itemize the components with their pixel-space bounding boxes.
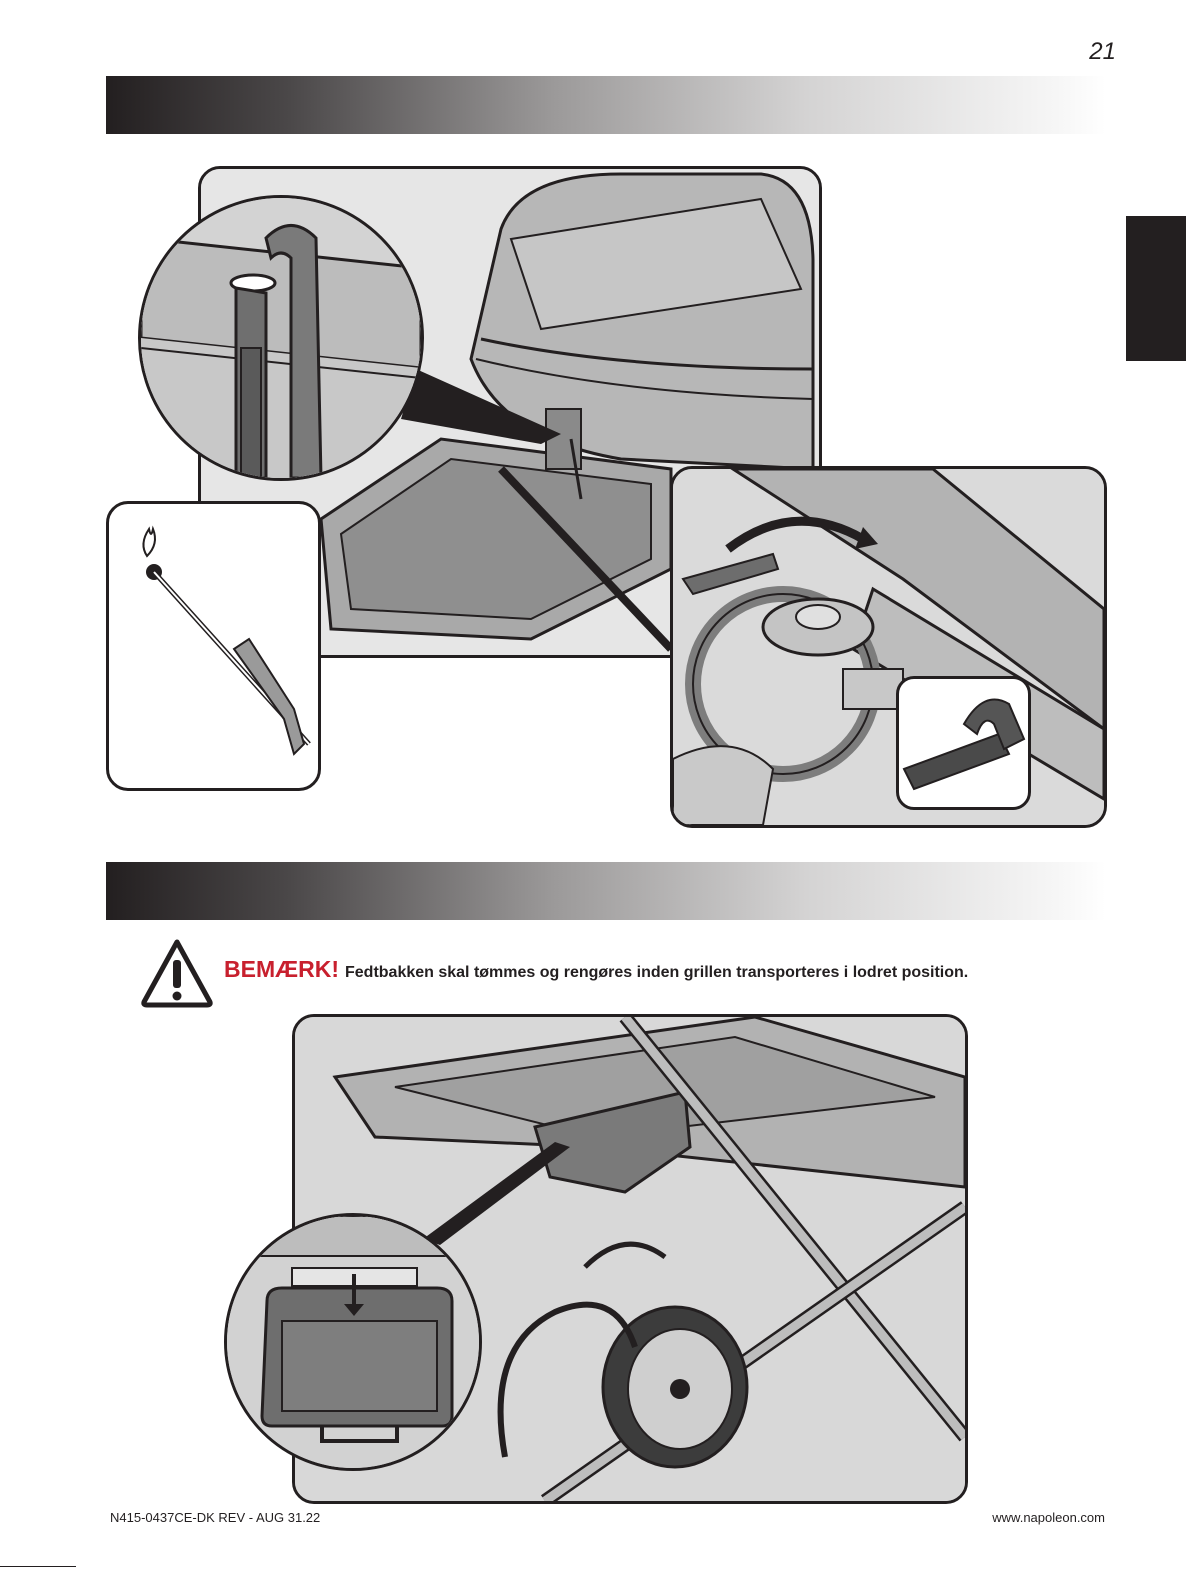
warning-triangle-icon xyxy=(140,938,214,1008)
section-header-bar-middle xyxy=(106,862,1106,920)
notice-label: BEMÆRK! xyxy=(224,956,339,982)
footer-document-code: N415-0437CE-DK REV - AUG 31.22 xyxy=(110,1510,320,1525)
zoom-velcro-strap-panel xyxy=(896,676,1031,810)
zoom-grease-tray-circle xyxy=(224,1213,482,1471)
page-number: 21 xyxy=(1040,38,1116,66)
notice-text-line: BEMÆRK! Fedtbakken skal tømmes og rengøre… xyxy=(224,956,968,983)
chapter-side-tab xyxy=(1126,216,1186,361)
illustration-regulator-strap-panel xyxy=(670,466,1107,828)
footer-website: www.napoleon.com xyxy=(900,1510,1105,1525)
zoom-strap-latch-circle xyxy=(138,195,424,481)
notice-body: Fedtbakken skal tømmes og rengøres inden… xyxy=(345,964,968,981)
notice-block: BEMÆRK! Fedtbakken skal tømmes og rengøre… xyxy=(140,938,1080,1008)
illustration-match-holder-panel xyxy=(106,501,321,791)
bottom-left-rule xyxy=(0,1566,76,1567)
section-header-bar-top xyxy=(106,76,1106,134)
